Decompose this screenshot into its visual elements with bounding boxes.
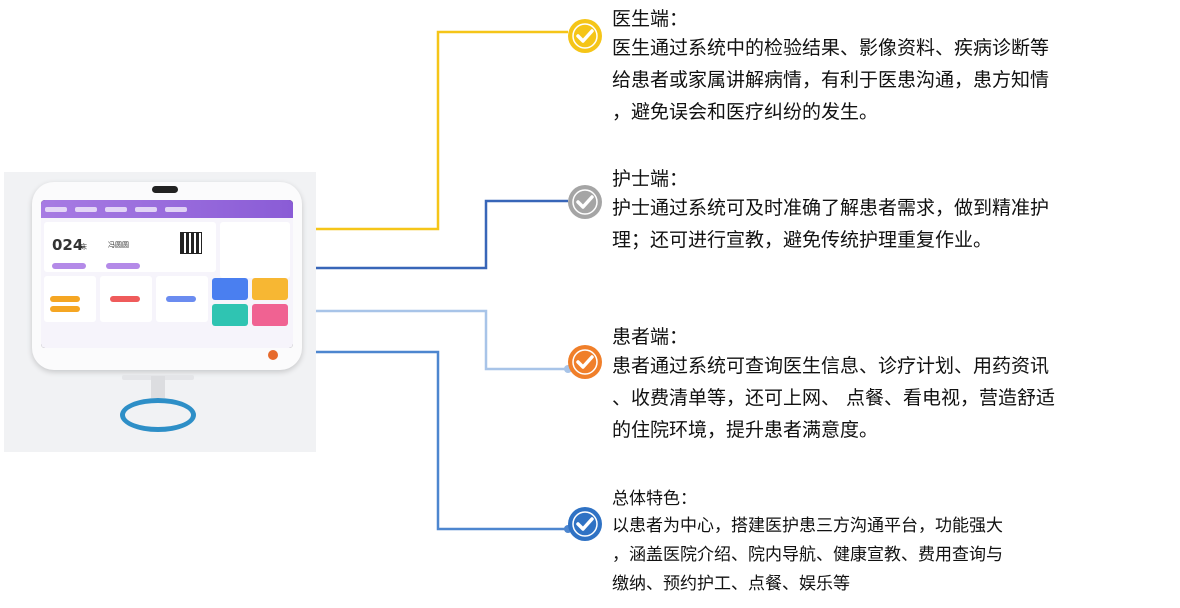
- section-patient: 患者端： 患者通过系统可查询医生信息、诊疗计划、用药资讯 、收费清单等，还可上网…: [612, 324, 1055, 446]
- section-line: 给患者或家属讲解病情，有利于医患沟通，患方知情: [612, 69, 1050, 91]
- section-line: 医生通过系统中的检验结果、影像资料、疾病诊断等: [612, 37, 1050, 59]
- section-title: 护士端：: [612, 168, 689, 190]
- health-news-card: [220, 222, 290, 278]
- menu-card-2: [100, 276, 152, 322]
- section-title: 医生端：: [612, 8, 689, 30]
- section-line: 理；还可进行宣教，避免传统护理重复作业。: [612, 229, 993, 251]
- bedside-terminal-image: 024 床 冯圆圆: [4, 172, 316, 452]
- stand-base-ring: [120, 398, 196, 432]
- stand-pole: [151, 376, 165, 398]
- section-overall: 总体特色： 以患者为中心，搭建医护患三方沟通平台，功能强大 ，涵盖医院介绍、院内…: [612, 486, 1003, 599]
- connector-patient: [306, 309, 568, 371]
- section-doctor: 医生端： 医生通过系统中的检验结果、影像资料、疾病诊断等 给患者或家属讲解病情，…: [612, 6, 1049, 128]
- section-title: 总体特色：: [612, 489, 697, 509]
- section-line: 的住院环境，提升患者满意度。: [612, 419, 879, 441]
- section-line: ，涵盖医院介绍、院内导航、健康宣教、费用查询与: [612, 545, 1003, 565]
- check-icon-overall: [568, 507, 602, 541]
- check-icon-patient: [568, 345, 602, 379]
- menu-card-3: [156, 276, 208, 322]
- patient-name: 冯圆圆: [108, 241, 129, 249]
- section-nurse: 护士端： 护士通过系统可及时准确了解患者需求，做到精准护 理；还可进行宣教，避免…: [612, 166, 1049, 256]
- connector-doctor: [306, 30, 568, 231]
- section-line: ，避免误会和医疗纠纷的发生。: [612, 101, 879, 123]
- section-line: 、收费清单等，还可上网、 点餐、看电视，营造舒适: [612, 387, 1056, 409]
- qr-code-icon: [180, 232, 202, 254]
- camera-icon: [152, 186, 178, 193]
- section-line: 患者通过系统可查询医生信息、诊疗计划、用药资讯: [612, 355, 1050, 377]
- section-line: 缴纳、预约护工、点餐、娱乐等: [612, 574, 850, 594]
- section-title: 患者端：: [612, 326, 689, 348]
- tablet-screen: 024 床 冯圆圆: [41, 200, 293, 348]
- patient-card: 024 床 冯圆圆: [44, 222, 216, 272]
- brand-logo-icon: [268, 350, 278, 360]
- screen-ui: 024 床 冯圆圆: [41, 218, 293, 348]
- tablet-frame: 024 床 冯圆圆: [32, 182, 302, 370]
- connector-overall: [306, 350, 568, 531]
- bed-number: 024: [52, 236, 84, 254]
- screen-topbar: [41, 200, 293, 218]
- menu-card-1: [44, 276, 96, 322]
- bed-unit: 床: [80, 243, 87, 251]
- check-icon-doctor: [568, 19, 602, 53]
- section-line: 护士通过系统可及时准确了解患者需求，做到精准护: [612, 197, 1050, 219]
- section-line: 以患者为中心，搭建医护患三方沟通平台，功能强大: [612, 516, 1003, 536]
- connector-nurse: [306, 199, 568, 270]
- check-icon-nurse: [568, 185, 602, 219]
